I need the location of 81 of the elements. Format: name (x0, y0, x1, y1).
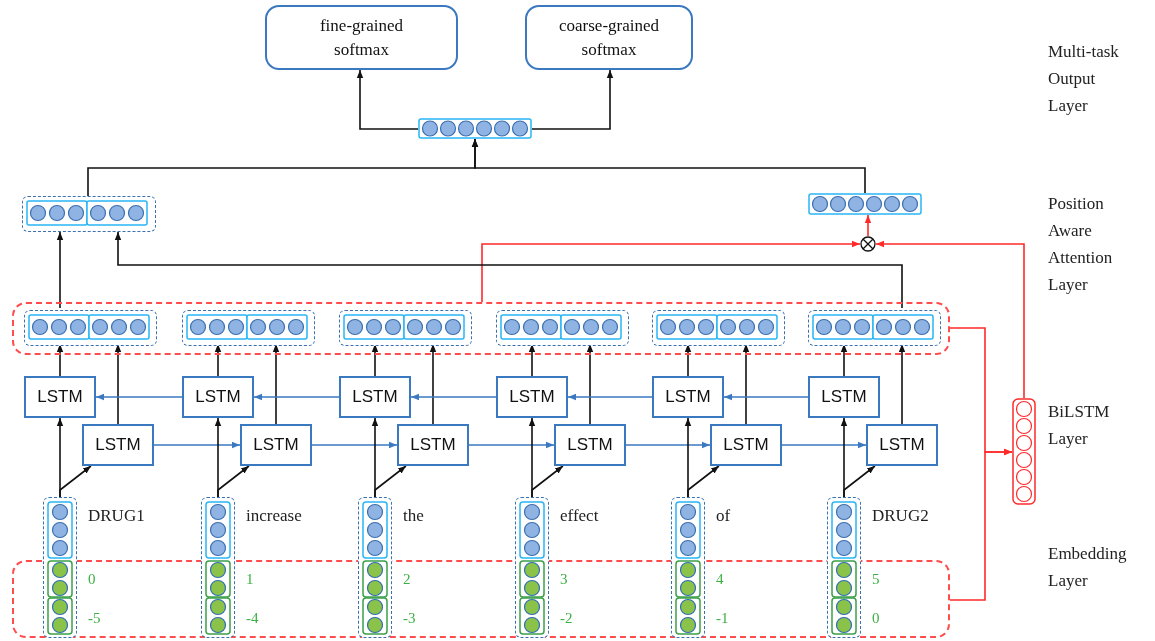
word-label: of (716, 505, 731, 527)
arrow (356, 69, 419, 130)
arrow (781, 441, 867, 449)
neuron-vector-drawing (652, 310, 785, 346)
arrow (374, 465, 407, 498)
arrow (56, 231, 64, 309)
lstm-box: LSTM (397, 424, 469, 466)
arrow (217, 465, 250, 498)
box-label: coarse-grained softmax (557, 14, 661, 61)
word-label: effect (560, 505, 599, 527)
lstm-box: LSTM (554, 424, 626, 466)
lstm-box: LSTM (866, 424, 938, 466)
neuron-vector-drawing (827, 497, 861, 638)
arrow (311, 441, 398, 449)
lstm-box: LSTM (339, 376, 411, 418)
neuron-vector-drawing (22, 196, 156, 232)
position-value: 5 (872, 570, 880, 589)
layer-label: Position Aware Attention Layer (1048, 193, 1114, 296)
arrow (843, 465, 876, 498)
layer-label: BiLSTM Layer (1048, 401, 1111, 450)
position-value: 1 (246, 570, 254, 589)
word-label: the (403, 505, 424, 527)
position-value: 2 (403, 570, 411, 589)
arrow (471, 138, 866, 194)
lstm-box: LSTM (496, 376, 568, 418)
layer-band (12, 302, 950, 355)
neuron-vector-drawing (182, 310, 315, 346)
neuron-vector-drawing (358, 497, 392, 638)
position-value: 0 (872, 609, 880, 628)
word-label: DRUG1 (88, 505, 145, 527)
neuron-vector-drawing (1012, 398, 1036, 505)
arrow (114, 231, 903, 309)
lstm-box: LSTM (182, 376, 254, 418)
arrow (253, 393, 340, 401)
word-label: increase (246, 505, 302, 527)
lstm-box: LSTM (240, 424, 312, 466)
lstm-box: LSTM (808, 376, 880, 418)
neuron-vector-drawing (808, 193, 922, 215)
layer-label: Multi-task Output Layer (1048, 41, 1120, 117)
position-value: -4 (246, 609, 259, 628)
arrow (95, 393, 183, 401)
neuron-vector-drawing (808, 310, 941, 346)
neuron-vector-drawing (339, 310, 472, 346)
word-label: DRUG2 (872, 505, 929, 527)
position-value: 0 (88, 570, 96, 589)
position-value: -1 (716, 609, 729, 628)
arrow (531, 69, 614, 130)
arrow (625, 441, 711, 449)
arrow (531, 465, 564, 498)
neuron-vector-drawing (24, 310, 157, 346)
arrow (59, 465, 92, 498)
arrow (481, 240, 861, 303)
neuron-vector-drawing (515, 497, 549, 638)
lstm-box: LSTM (82, 424, 154, 466)
lstm-box: LSTM (710, 424, 782, 466)
arrow (723, 393, 809, 401)
arrow (687, 465, 720, 498)
neuron-vector-drawing (671, 497, 705, 638)
lstm-box: LSTM (652, 376, 724, 418)
position-value: -2 (560, 609, 573, 628)
softmax-box (265, 5, 458, 70)
arrow (949, 448, 1013, 601)
position-value: -3 (403, 609, 416, 628)
neuron-vector-drawing (418, 118, 532, 139)
position-value: 4 (716, 570, 724, 589)
position-value: -5 (88, 609, 101, 628)
position-value: 3 (560, 570, 568, 589)
arrow (567, 393, 653, 401)
neuron-vector-drawing (201, 497, 235, 638)
multiply-circle (860, 236, 876, 252)
layer-label: Embedding Layer (1048, 543, 1128, 592)
arrow (410, 393, 497, 401)
softmax-box (525, 5, 693, 70)
arrow (875, 240, 1025, 399)
box-label: fine-grained softmax (318, 14, 405, 61)
arrow (153, 441, 241, 449)
arrow (864, 214, 872, 237)
lstm-box: LSTM (24, 376, 96, 418)
neuron-vector-drawing (496, 310, 629, 346)
neuron-vector-drawing (43, 497, 77, 638)
arrow (468, 441, 555, 449)
